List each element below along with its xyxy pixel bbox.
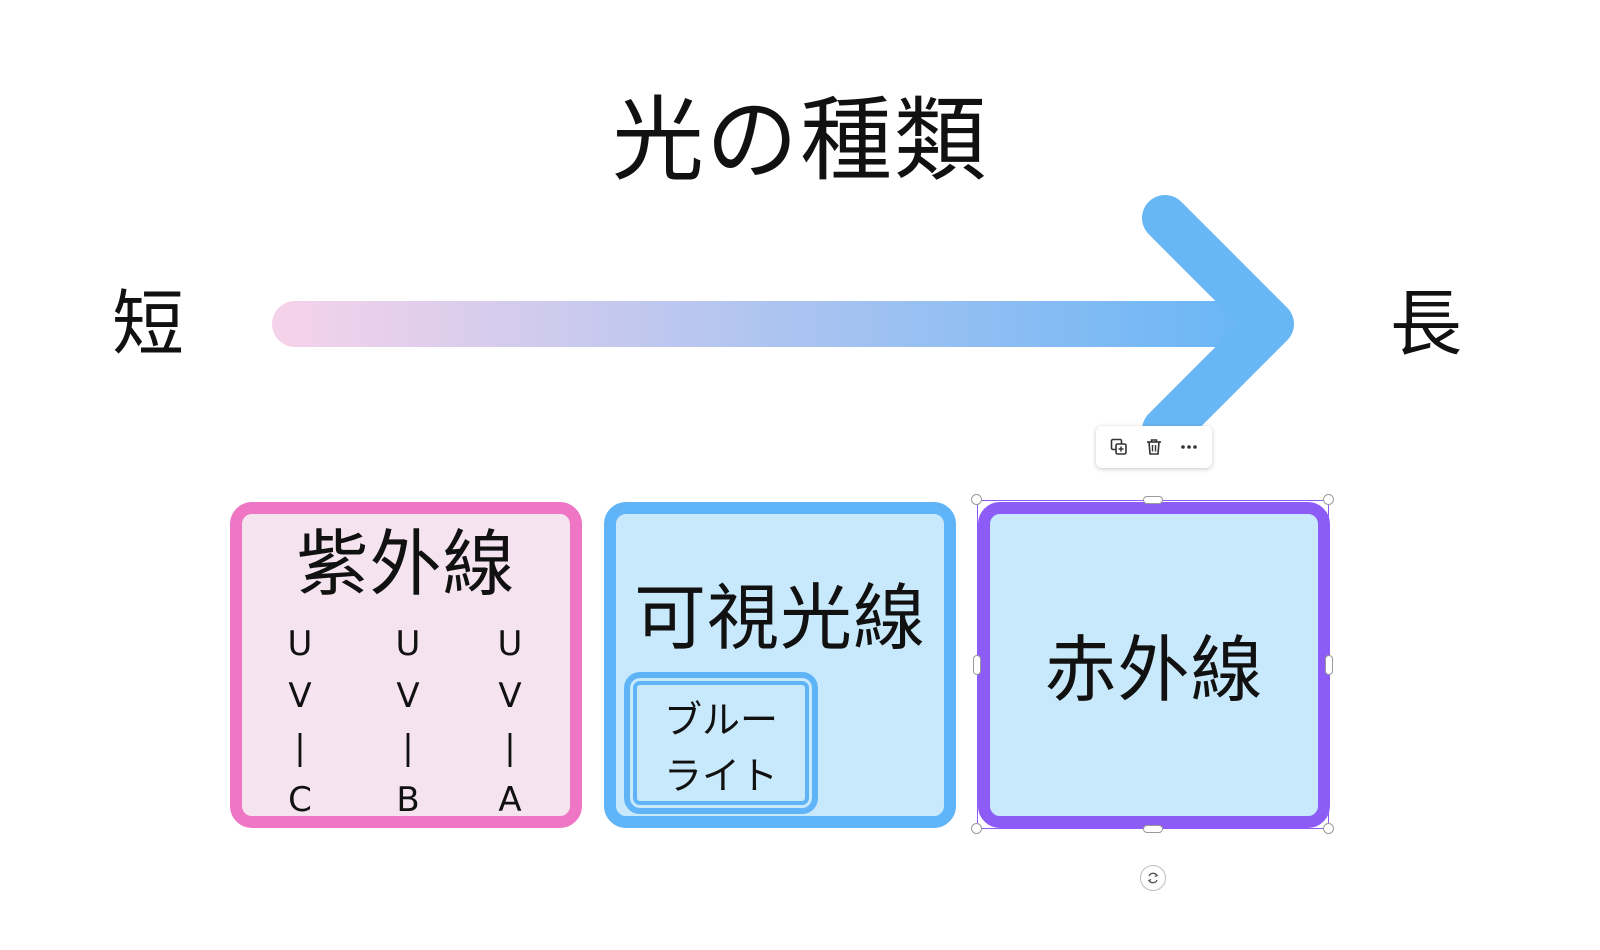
- more-button[interactable]: [1175, 433, 1203, 461]
- blue-light-line1: ブルー: [663, 698, 778, 742]
- long-label: 長: [1390, 282, 1463, 366]
- uv-c-letter-v: V: [288, 676, 312, 716]
- blue-light-line2: ライト: [663, 754, 778, 798]
- resize-handle-top[interactable]: [1143, 496, 1163, 504]
- resize-handle-top-right[interactable]: [1323, 494, 1334, 505]
- uv-a-column: U V | A: [480, 618, 540, 826]
- visible-light-title: 可視光線: [633, 576, 926, 660]
- rotate-handle[interactable]: [1140, 865, 1166, 891]
- uv-a-letter-a: A: [498, 780, 522, 820]
- uv-b-column: U V | B: [378, 618, 438, 826]
- uv-c-bar: |: [294, 728, 306, 768]
- diagram-title: 光の種類: [611, 87, 988, 194]
- selection-toolbar: [1096, 426, 1212, 468]
- uv-title: 紫外線: [296, 522, 516, 606]
- rotate-icon: [1147, 872, 1159, 884]
- infrared-box[interactable]: 赤外線: [978, 502, 1330, 828]
- duplicate-icon: [1111, 438, 1128, 455]
- blue-light-box[interactable]: ブルー ライト: [624, 672, 818, 814]
- uv-box[interactable]: 紫外線 U V | C U V | B U V | A: [230, 502, 582, 828]
- resize-handle-right[interactable]: [1325, 655, 1333, 675]
- uv-a-letter-v: V: [498, 676, 522, 716]
- visible-light-box[interactable]: 可視光線 ブルー ライト: [604, 502, 956, 828]
- resize-handle-bottom[interactable]: [1143, 825, 1163, 833]
- delete-button[interactable]: [1140, 433, 1168, 461]
- uv-c-letter-u: U: [287, 624, 313, 664]
- uv-b-letter-b: B: [396, 780, 420, 820]
- resize-handle-bottom-left[interactable]: [971, 823, 982, 834]
- uv-b-letter-u: U: [395, 624, 421, 664]
- more-icon: [1180, 445, 1197, 449]
- infrared-title: 赤外線: [1044, 628, 1264, 712]
- uv-c-column: U V | C: [270, 618, 330, 826]
- uv-c-letter-c: C: [288, 780, 312, 820]
- short-label: 短: [112, 282, 185, 366]
- duplicate-button[interactable]: [1105, 433, 1133, 461]
- uv-b-letter-v: V: [396, 676, 420, 716]
- uv-a-bar: |: [504, 728, 516, 768]
- resize-handle-left[interactable]: [973, 655, 981, 675]
- uv-b-bar: |: [402, 728, 414, 768]
- trash-icon: [1146, 439, 1161, 455]
- resize-handle-bottom-right[interactable]: [1323, 823, 1334, 834]
- resize-handle-top-left[interactable]: [971, 494, 982, 505]
- uv-a-letter-u: U: [497, 624, 523, 664]
- arrow-head: [1142, 195, 1294, 453]
